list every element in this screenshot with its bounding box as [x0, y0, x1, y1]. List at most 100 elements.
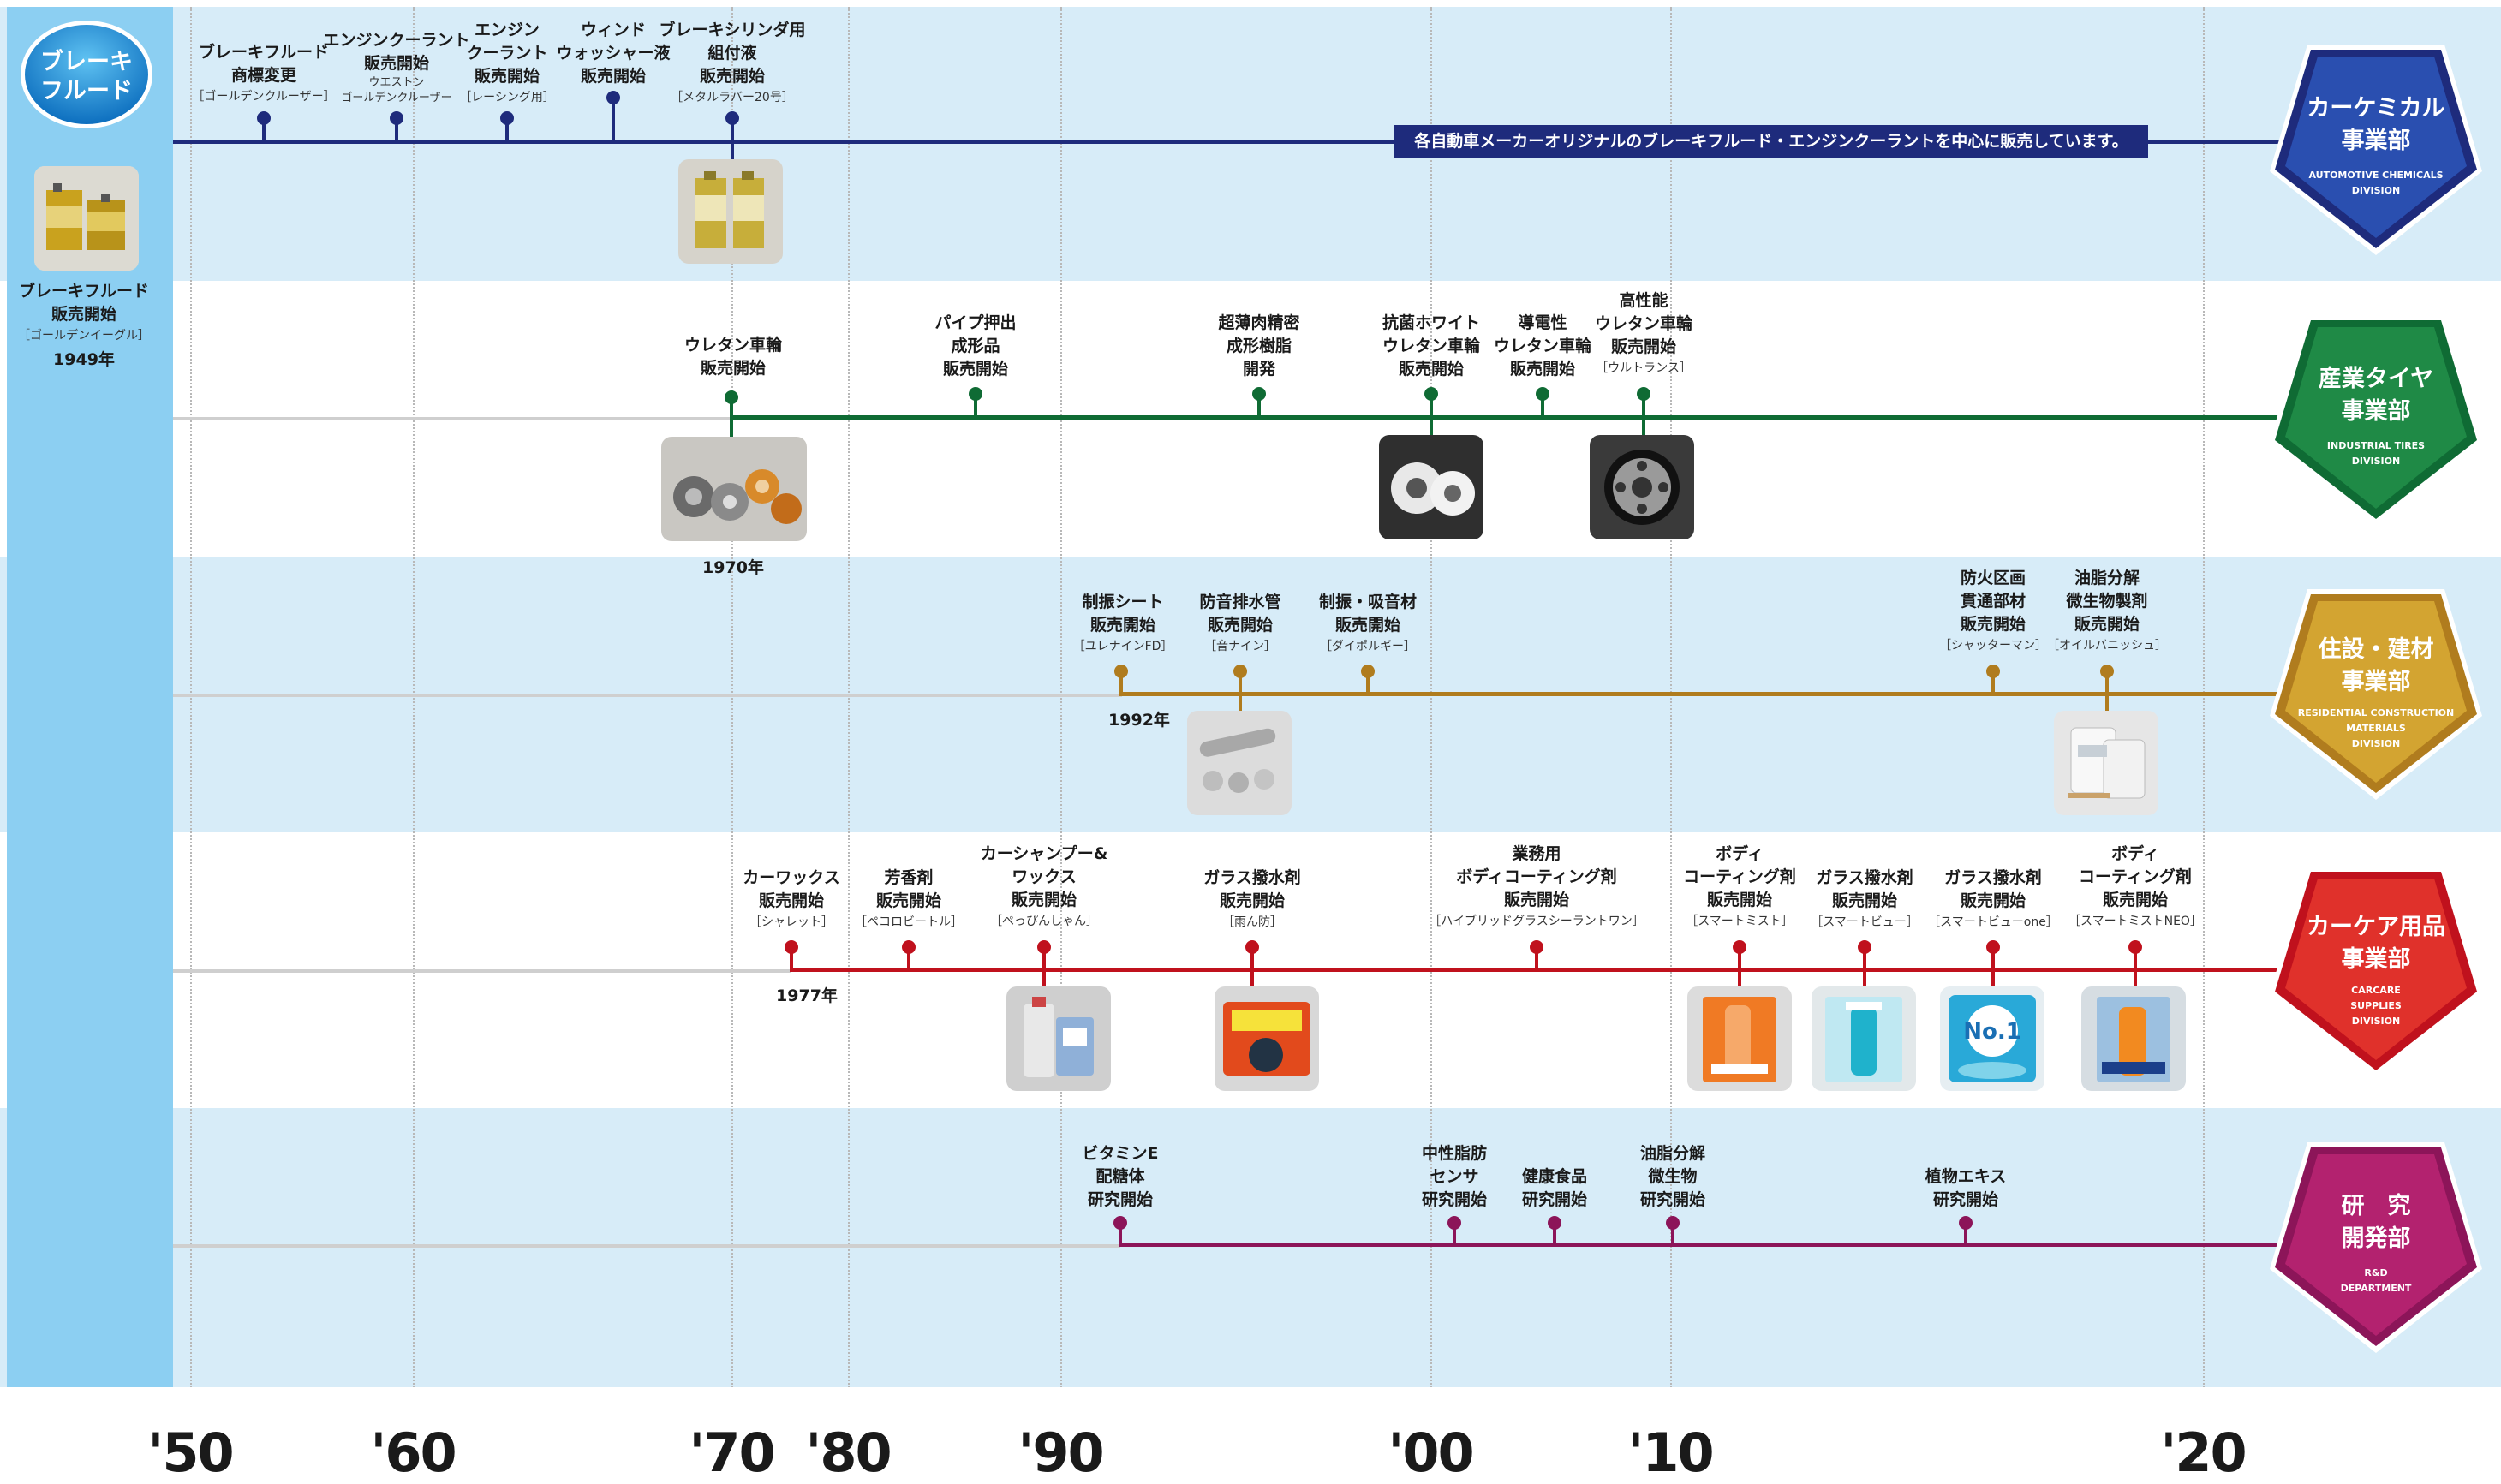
rd-event: 植物エキス 研究開始 — [1925, 1167, 2007, 1209]
carcare-pre-line — [173, 969, 791, 973]
carcare-connector — [1250, 947, 1254, 992]
carcare-connector — [1535, 947, 1538, 971]
construction-connector — [2105, 670, 2109, 714]
rd-connector — [1671, 1221, 1674, 1245]
chemical-division-en: AUTOMOTIVE CHEMICALS DIVISION — [2308, 170, 2444, 196]
carcare-division-badge: カーケア用品 事業部 CARCARE SUPPLIES DIVISION — [2268, 865, 2484, 1079]
construction-event-dot — [1233, 665, 1247, 678]
carcare-connector — [1042, 947, 1046, 992]
no1-badge: No.1 — [1963, 1019, 2021, 1045]
chemical-connector — [395, 116, 398, 140]
tires-connector — [974, 394, 977, 418]
rd-event: 中性脂肪 センサ 研究開始 — [1421, 1144, 1488, 1209]
tires-event-dot — [1536, 387, 1549, 401]
construction-division-en: RESIDENTIAL CONSTRUCTION MATERIALS DIVIS… — [2297, 707, 2455, 749]
rd-event-dot — [1447, 1216, 1461, 1230]
chemical-connector — [731, 116, 734, 161]
tires-event: ウレタン車輪 販売開始 — [683, 336, 783, 378]
urethane-wheel-product-image — [661, 437, 807, 541]
chemical-event: エンジン クーラント 販売開始 ［レーシング用］ — [459, 21, 555, 104]
tires-event-dot — [1424, 387, 1438, 401]
tires-event: 超薄肉精密 成形樹脂 開発 — [1218, 313, 1300, 378]
carcare-event: カーワックス 販売開始 ［シャレット］ — [743, 868, 840, 929]
brake-fluid-origin: ブレーキフルード 販売開始 ［ゴールデンイーグル］ 1949年 — [18, 282, 150, 369]
tires-event-dot — [1252, 387, 1266, 401]
carcare-connector — [1738, 947, 1741, 992]
carcare-event-dot — [2128, 940, 2142, 954]
chemical-connector — [262, 116, 266, 140]
ultrans-wheel-product-image — [1590, 435, 1694, 539]
construction-event-dot — [1986, 665, 2000, 678]
rd-event: 油脂分解 微生物 研究開始 — [1639, 1144, 1706, 1209]
chemical-division-title: カーケミカル 事業部 — [2307, 95, 2445, 154]
rd-division-badge: 研 究 開発部 R&D DEPARTMENT — [2268, 1141, 2484, 1355]
construction-connector — [1119, 670, 1123, 695]
chemical-event: エンジンクーラント 販売開始 ウエストン ゴールデンクルーザー — [323, 31, 470, 104]
chemical-event-dot — [606, 91, 620, 104]
chemical-division-badge: カーケミカル 事業部 AUTOMOTIVE CHEMICALS DIVISION — [2268, 43, 2484, 257]
grid-2010 — [1670, 7, 1672, 1387]
rd-event-dot — [1666, 1216, 1680, 1230]
rd-connector — [1119, 1221, 1122, 1247]
chemical-banner: 各自動車メーカーオリジナルのブレーキフルード・エンジンクーラントを中心に販売して… — [1394, 125, 2148, 158]
carcare-event-dot — [1530, 940, 1543, 954]
construction-event: 防火区画 貫通部材 販売開始 ［シャッターマン］ — [1939, 569, 2047, 653]
tires-event: パイプ押出 成形品 販売開始 — [934, 313, 1017, 378]
carcare-event-dot — [785, 940, 798, 954]
construction-timeline — [1119, 692, 2280, 696]
carcare-division-title: カーケア用品 事業部 — [2307, 914, 2445, 973]
construction-pre-line — [173, 694, 1122, 697]
rd-event: 健康食品 研究開始 — [1521, 1167, 1588, 1209]
chemical-event: ウィンド ウォッシャー液 販売開始 — [556, 21, 671, 86]
carcare-event: カーシャンプー& ワックス 販売開始 ［ぺっぴんしゃん］ — [980, 844, 1108, 928]
brake-fluid-badge: ブレーキ フルード — [19, 19, 154, 130]
tires-event: 抗菌ホワイト ウレタン車輪 販売開始 — [1382, 313, 1481, 378]
carcare-event: ガラス撥水剤 販売開始 ［スマートビューone］ — [1928, 868, 2058, 929]
axis-label-2010: '10 — [1627, 1421, 1714, 1484]
smart-view-one-product-image: No.1 — [1940, 986, 2044, 1091]
brake-fluid-product-image — [34, 166, 139, 271]
construction-event-dot — [2100, 665, 2114, 678]
grid-1950 — [190, 7, 192, 1387]
carcare-division-en: CARCARE SUPPLIES DIVISION — [2350, 985, 2402, 1027]
grid-1990 — [1060, 7, 1062, 1387]
rd-event-dot — [1548, 1216, 1561, 1230]
tires-division-badge: 産業タイヤ 事業部 INDUSTRIAL TIRES DIVISION — [2268, 313, 2484, 527]
tires-connector — [1642, 394, 1645, 438]
tires-event-dot — [1637, 387, 1650, 401]
amenbou-product-image — [1215, 986, 1319, 1091]
axis-label-2020: '20 — [2160, 1421, 2247, 1484]
carcare-connector — [790, 947, 793, 971]
chemical-event-dot — [725, 111, 739, 125]
tires-connector — [1430, 394, 1433, 438]
rd-division-en: R&D DEPARTMENT — [2340, 1267, 2412, 1294]
rd-division-title: 研 究 開発部 — [2341, 1193, 2411, 1252]
metal-rubber-product-image — [678, 159, 783, 264]
axis-label-1960: '60 — [370, 1421, 457, 1484]
chemical-connector — [612, 99, 615, 140]
band-rd — [0, 1108, 2501, 1387]
carcare-connector — [1991, 947, 1995, 992]
chemical-timeline — [173, 140, 2280, 144]
rd-connector — [1553, 1221, 1556, 1245]
carcare-connector — [2134, 947, 2137, 992]
carcare-event-dot — [1037, 940, 1051, 954]
tires-event: 導電性 ウレタン車輪 販売開始 — [1493, 313, 1592, 378]
construction-start-year: 1992年 — [1108, 711, 1170, 730]
grid-1980 — [848, 7, 850, 1387]
carcare-event-dot — [1245, 940, 1259, 954]
carcare-event-dot — [1986, 940, 2000, 954]
rd-pre-line — [173, 1244, 1120, 1248]
construction-connector — [1239, 670, 1242, 714]
tires-event-dot — [725, 390, 738, 404]
axis-label-1990: '90 — [1018, 1421, 1104, 1484]
construction-connector — [1366, 670, 1370, 694]
tires-event: 高性能 ウレタン車輪 販売開始 ［ウルトランス］ — [1594, 291, 1693, 375]
tires-event-dot — [969, 387, 982, 401]
tires-timeline — [730, 415, 2280, 420]
rd-event: ビタミンE 配糖体 研究開始 — [1082, 1144, 1159, 1209]
grid-1970 — [731, 7, 733, 1387]
axis-label-1980: '80 — [805, 1421, 892, 1484]
peppin-shampoo-product-image — [1006, 986, 1111, 1091]
tires-connector — [1541, 394, 1544, 418]
